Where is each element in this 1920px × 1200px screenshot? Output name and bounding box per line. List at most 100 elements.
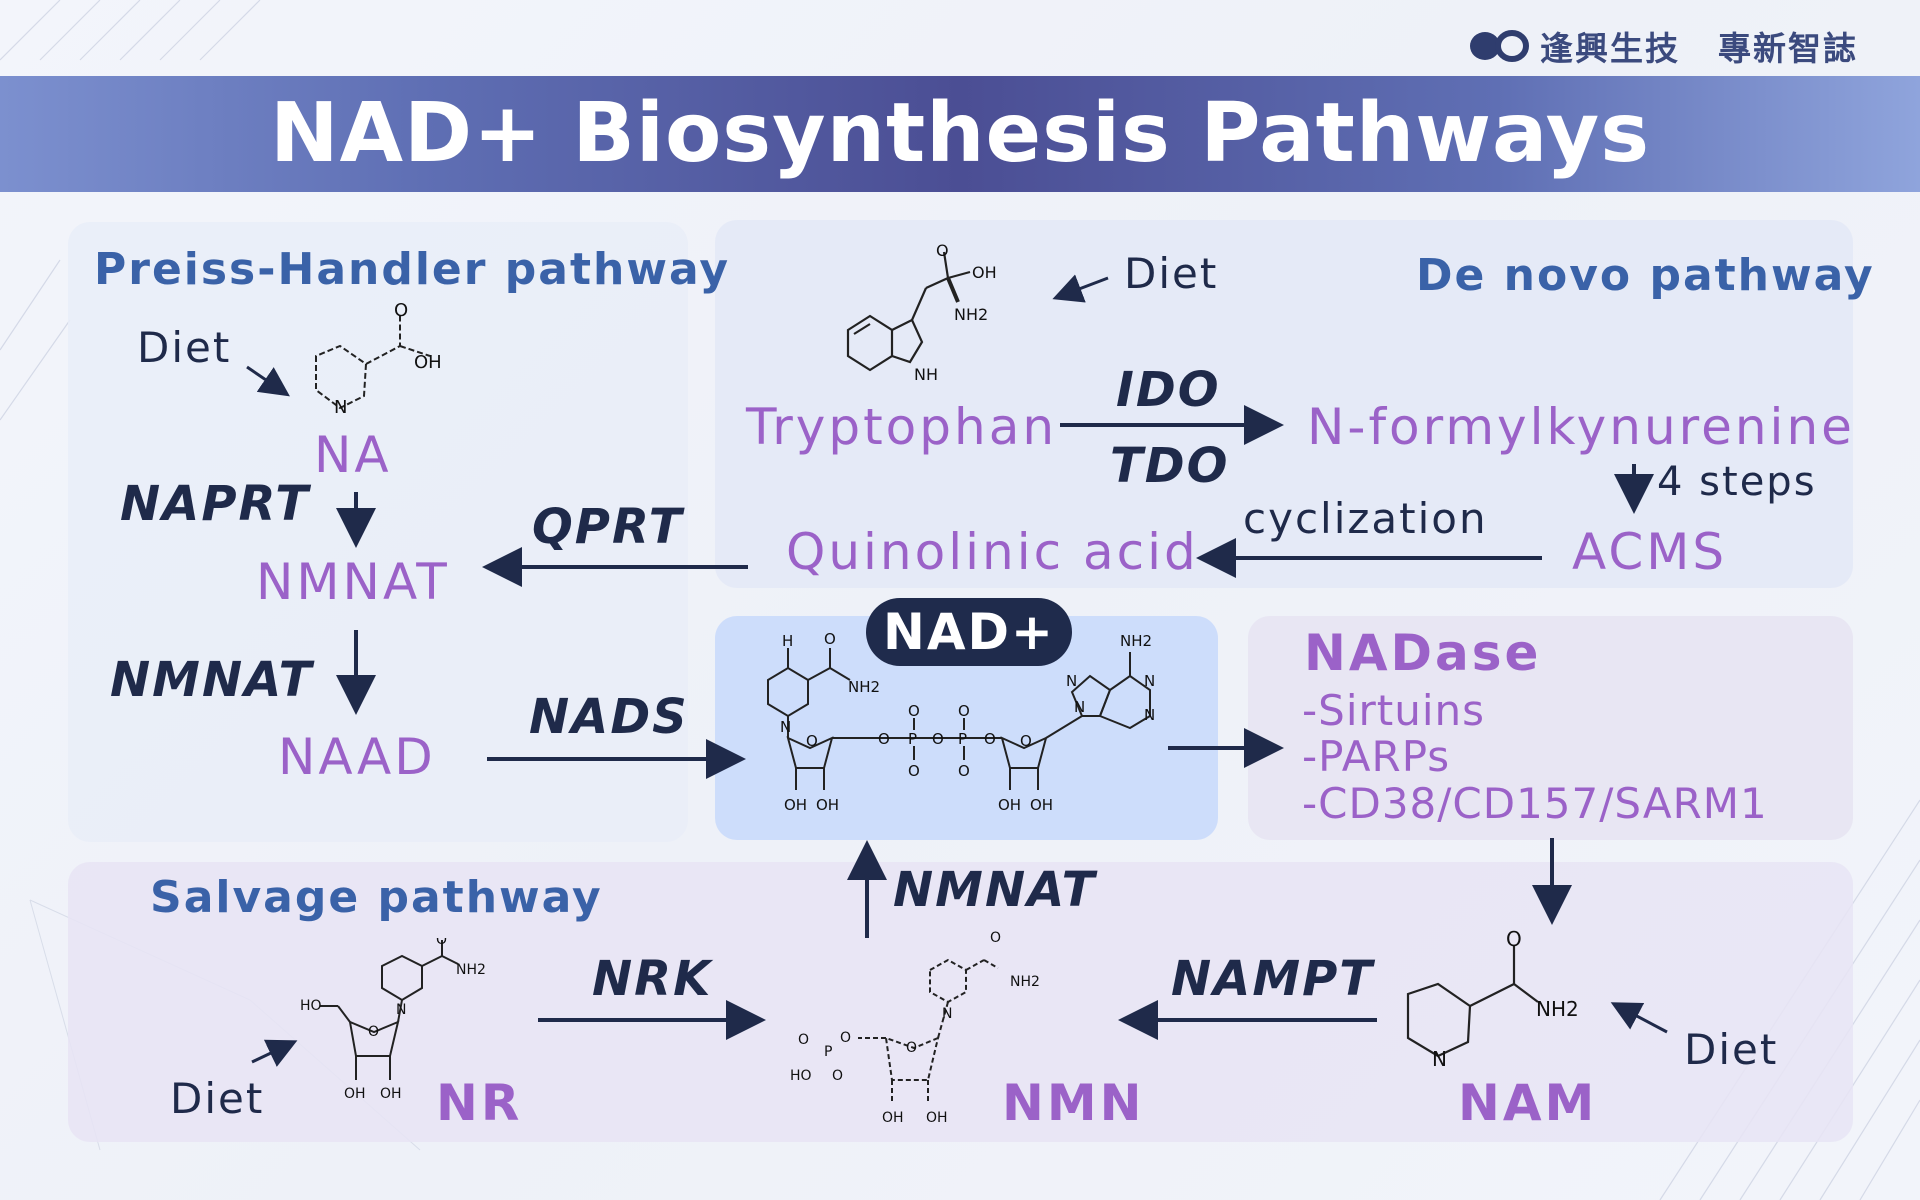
- nad-oh-label-1: OH: [784, 796, 807, 814]
- nad-oh-label-4: OH: [1030, 796, 1053, 814]
- nmn-n-label: N: [942, 1006, 952, 1022]
- diet-nr-label: Diet: [170, 1074, 265, 1123]
- nmnat-compound: NMNAT: [256, 553, 450, 611]
- acms-compound: ACMS: [1572, 523, 1728, 581]
- trp-nh-label: NH: [914, 365, 938, 384]
- nr-ho-label: HO: [300, 998, 322, 1014]
- nmn-nh2-label: NH2: [1010, 974, 1040, 990]
- cyclization-label: cyclization: [1243, 494, 1488, 543]
- nr-structure: O NH2 N O HO OH OH: [300, 938, 486, 1102]
- nad-nh2-label-1: NH2: [848, 678, 880, 696]
- nad-n-label-4: N: [1144, 672, 1155, 690]
- preiss-handler-heading: Preiss-Handler pathway: [94, 244, 731, 295]
- brand-slogan: 專新智誌: [1718, 29, 1858, 68]
- nmn-compound: NMN: [1002, 1074, 1145, 1132]
- diet-nam-label: Diet: [1684, 1025, 1779, 1074]
- ido-enzyme: IDO: [1116, 362, 1221, 418]
- naad-compound: NAAD: [278, 728, 436, 786]
- nrk-enzyme: NRK: [592, 951, 713, 1007]
- na-n-label: N: [334, 397, 347, 418]
- quinolinic-acid-compound: Quinolinic acid: [786, 523, 1199, 581]
- nad-oh-label-2: OH: [816, 796, 839, 814]
- nad-p-label-1: P: [908, 730, 917, 748]
- nam-nh2-label: NH2: [1536, 997, 1579, 1021]
- nad-o-p2-bottom: O: [958, 762, 970, 780]
- page-title: NAD+ Biosynthesis Pathways: [269, 86, 1651, 181]
- de-novo-panel: [715, 220, 1853, 588]
- nam-structure: O NH2 N: [1406, 927, 1579, 1071]
- brand-logo-icon: [1470, 30, 1529, 62]
- brand-company: 逢興生技: [1540, 29, 1680, 68]
- brand: 逢興生技 專新智誌: [1468, 22, 1858, 70]
- diet-na-label: Diet: [137, 323, 232, 372]
- nad-o-p2-top: O: [958, 702, 970, 720]
- title-banner: [0, 76, 1920, 192]
- tryptophan-compound: Tryptophan: [746, 398, 1058, 456]
- arrow-diet-tryptophan: [1052, 274, 1109, 303]
- nfk-compound: N-formylkynurenine: [1307, 398, 1855, 456]
- nampt-enzyme: NAMPT: [1171, 951, 1375, 1007]
- nadase-panel: [1248, 616, 1853, 840]
- four-steps-label: 4 steps: [1657, 459, 1817, 505]
- nad-nh2-label-2: NH2: [1120, 632, 1152, 650]
- nadase-item-parps: -PARPs: [1302, 732, 1451, 781]
- nmn-oh-label-1: OH: [882, 1110, 904, 1126]
- trp-oh-label: OH: [972, 263, 997, 282]
- nad-o-label-1: O: [824, 630, 836, 648]
- nad-n-label-1: N: [780, 718, 791, 736]
- nmn-o-label: O: [990, 930, 1001, 946]
- nam-n-label: N: [1432, 1047, 1447, 1071]
- nmn-oh-label-2: OH: [926, 1110, 948, 1126]
- nmn-o-phos-label: O: [798, 1032, 809, 1048]
- nmn-o-ring-label: O: [906, 1040, 917, 1056]
- nad-o-link-2: O: [932, 730, 944, 748]
- salvage-heading: Salvage pathway: [150, 872, 603, 923]
- arrow-diet-nam: [1610, 1002, 1668, 1034]
- qprt-enzyme: QPRT: [532, 499, 684, 555]
- nad-o-p1-bottom: O: [908, 762, 920, 780]
- nmn-ho-label: HO: [790, 1068, 812, 1084]
- nmn-p-label: P: [824, 1044, 832, 1060]
- nmnat-enzyme-preiss: NMNAT: [110, 652, 314, 708]
- nad-p-label-2: P: [958, 730, 967, 748]
- nr-o-label: O: [436, 938, 447, 948]
- preiss-handler-panel: [68, 222, 688, 842]
- tdo-enzyme: TDO: [1110, 438, 1230, 494]
- arrow-diet-na: [246, 365, 290, 397]
- nadase-heading: NADase: [1304, 624, 1542, 682]
- de-novo-heading: De novo pathway: [1416, 250, 1875, 301]
- nad-o-link-1: O: [878, 730, 890, 748]
- nad-h-label: H: [782, 632, 793, 650]
- na-o-label: O: [394, 300, 408, 321]
- naprt-enzyme: NAPRT: [120, 476, 311, 532]
- nmnat-enzyme-salvage: NMNAT: [893, 862, 1097, 918]
- nad-n-label-5: N: [1144, 706, 1155, 724]
- nad-o-link-3: O: [984, 730, 996, 748]
- nad-structure: H O NH2 N O OH OH O P O O O P O O O O OH…: [767, 630, 1155, 814]
- nad-n-label-3: N: [1066, 672, 1077, 690]
- diet-tryptophan-label: Diet: [1124, 249, 1219, 298]
- nad-o-p1-top: O: [908, 702, 920, 720]
- nmn-o-link-label: O: [840, 1030, 851, 1046]
- na-oh-label: OH: [414, 352, 442, 373]
- nam-compound: NAM: [1458, 1074, 1598, 1132]
- nads-enzyme: NADS: [529, 689, 689, 745]
- arrow-diet-nr: [251, 1039, 298, 1067]
- nmn-structure: O NH2 N O O O P HO O OH OH: [790, 930, 1040, 1126]
- nad-o-ring-1: O: [806, 732, 818, 750]
- nr-nh2-label: NH2: [456, 962, 486, 978]
- nad-o-ring-2: O: [1020, 732, 1032, 750]
- nadase-item-cd38: -CD38/CD157/SARM1: [1302, 779, 1768, 828]
- trp-nh2-label: NH2: [954, 305, 988, 324]
- nad-label-pill: NAD+: [866, 598, 1072, 666]
- na-compound: NA: [314, 426, 392, 484]
- nr-o-ring-label: O: [368, 1024, 379, 1040]
- nr-compound: NR: [436, 1074, 523, 1132]
- nad-oh-label-3: OH: [998, 796, 1021, 814]
- nad-n-label-2: N: [1074, 698, 1085, 716]
- tryptophan-structure: O OH NH2 NH: [846, 242, 997, 384]
- trp-o-label: O: [936, 242, 949, 260]
- nmn-o-phos-2: O: [832, 1068, 843, 1084]
- nadase-item-sirtuins: -Sirtuins: [1302, 686, 1486, 735]
